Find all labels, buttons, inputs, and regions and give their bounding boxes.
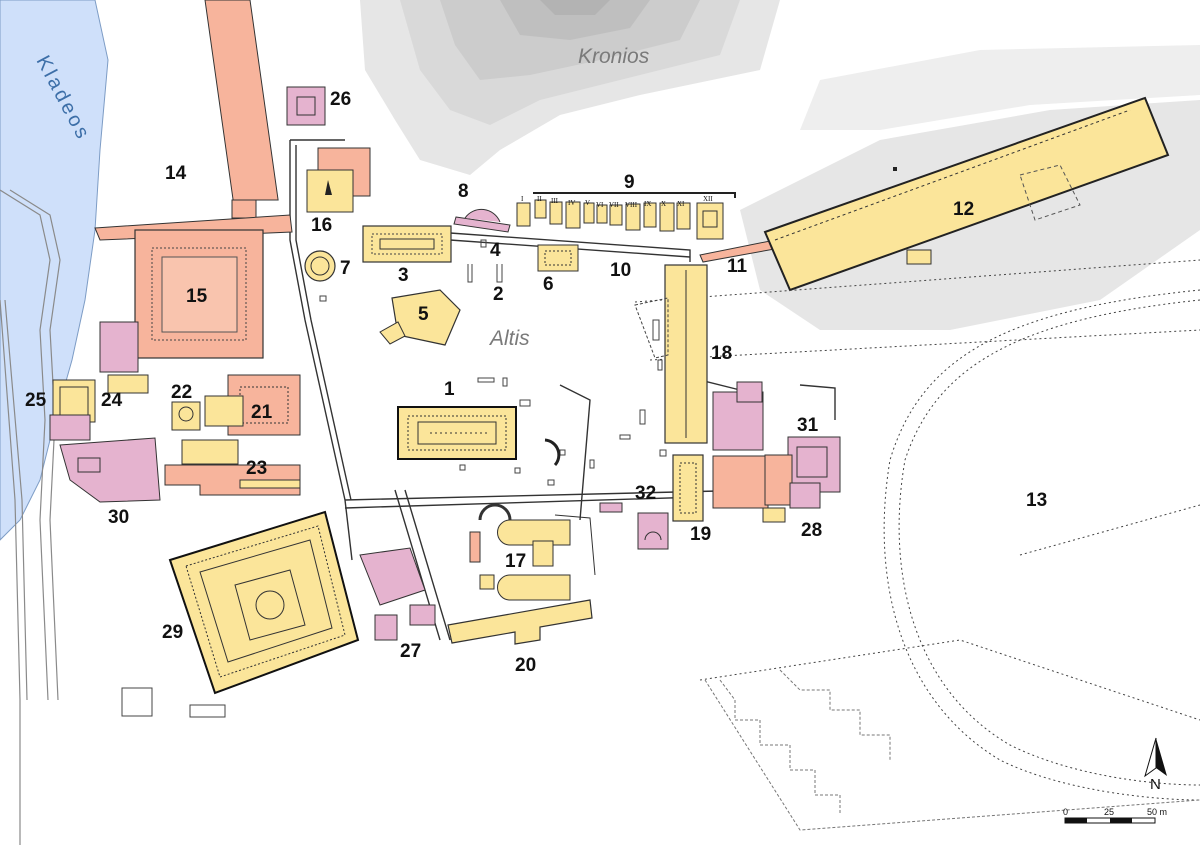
site-number-30: 30	[108, 507, 129, 528]
scale-bar: 0 25 50 m	[1063, 807, 1167, 824]
treasury-numeral-10: X	[661, 200, 666, 208]
north-arrow-icon: N	[1144, 737, 1167, 793]
site-number-12: 12	[953, 199, 974, 220]
building-23	[164, 439, 301, 496]
building-7	[304, 250, 336, 282]
building-26	[286, 86, 326, 126]
site-number-24: 24	[101, 390, 123, 411]
kladeos-river	[0, 0, 109, 541]
treasury-terrace: I II III IV V VI VII VIII IX X XI XII	[516, 192, 736, 240]
building-30	[59, 437, 161, 503]
treasury-numeral-12: XII	[703, 195, 713, 203]
site-number-14: 14	[165, 163, 187, 184]
site-number-9: 9	[624, 172, 635, 193]
treasury-numeral-6: VI	[596, 201, 604, 209]
building-19	[672, 454, 704, 522]
building-8	[453, 208, 511, 233]
site-number-13: 13	[1026, 490, 1047, 511]
building-25	[49, 379, 96, 441]
site-number-15: 15	[186, 286, 208, 307]
scale-mid-label: 25	[1104, 807, 1114, 817]
altis-walls	[289, 139, 836, 641]
building-1	[397, 406, 517, 460]
scale-end-label: 50 m	[1147, 807, 1167, 817]
building-14	[204, 0, 279, 219]
site-number-10: 10	[610, 260, 631, 281]
stadium-echo-area	[699, 96, 1170, 292]
site-number-7: 7	[340, 258, 351, 279]
treasury-numeral-11: XI	[677, 200, 685, 208]
building-5	[379, 289, 461, 346]
building-32	[599, 502, 669, 550]
hill-contour-5	[540, 0, 610, 15]
site-number-18: 18	[711, 343, 732, 364]
site-number-6: 6	[543, 274, 554, 295]
site-number-20: 20	[515, 655, 536, 676]
building-15	[94, 214, 293, 359]
site-number-17: 17	[505, 551, 526, 572]
site-number-31: 31	[797, 415, 819, 436]
site-number-22: 22	[171, 382, 192, 403]
building-18	[634, 264, 708, 444]
site-number-21: 21	[251, 402, 273, 423]
kronios-label: Kronios	[578, 45, 650, 68]
site-number-26: 26	[330, 89, 351, 110]
hill-contour-4	[500, 0, 650, 40]
treasury-numeral-1: I	[521, 195, 524, 203]
building-20	[447, 599, 593, 645]
altars-2-4	[467, 239, 503, 283]
building-28	[712, 454, 821, 523]
treasury-numeral-4: IV	[568, 199, 575, 207]
building-24	[99, 321, 149, 394]
western-roads	[0, 189, 61, 845]
south-stepped-ruin	[704, 669, 1200, 831]
kronios-hill-contours	[360, 0, 1200, 330]
site-number-3: 3	[398, 265, 409, 286]
building-22	[171, 395, 244, 431]
site-number-1: 1	[444, 379, 455, 400]
building-6	[537, 244, 579, 272]
site-number-28: 28	[801, 520, 822, 541]
altis-label: Altis	[488, 327, 530, 350]
treasury-numeral-5: V	[585, 199, 590, 207]
site-number-11: 11	[727, 256, 748, 277]
site-number-25: 25	[25, 390, 47, 411]
treasury-numeral-7: VII	[609, 201, 619, 209]
site-number-32: 32	[635, 483, 656, 504]
site-number-19: 19	[690, 524, 711, 545]
building-17	[469, 503, 596, 601]
treasury-numeral-2: II	[537, 195, 542, 203]
hippodrome-lines	[634, 259, 1200, 801]
site-number-27: 27	[400, 641, 421, 662]
building-29	[168, 510, 360, 695]
southwest-outlines	[121, 687, 226, 718]
treasury-numeral-9: IX	[644, 200, 651, 208]
building-16	[306, 147, 371, 213]
site-number-labels: 1 2 3 4 5 6 7 8 9 10 11 12 13 14 15 16 1…	[25, 89, 1047, 676]
site-number-2: 2	[493, 284, 504, 305]
north-label: N	[1150, 776, 1161, 793]
site-number-16: 16	[311, 215, 332, 236]
site-number-8: 8	[458, 181, 469, 202]
site-number-4: 4	[490, 240, 501, 261]
site-number-23: 23	[246, 458, 267, 479]
treasury-numeral-8: VIII	[625, 201, 638, 209]
hill-contour-northeast	[800, 45, 1200, 130]
site-number-29: 29	[162, 622, 183, 643]
scattered-bases	[319, 295, 667, 486]
scale-zero-label: 0	[1063, 807, 1068, 817]
building-3	[362, 225, 452, 263]
site-number-5: 5	[418, 304, 429, 325]
treasury-numerals: I II III IV V VI VII VIII IX X XI XII	[521, 195, 713, 209]
treasury-numeral-3: III	[551, 197, 559, 205]
building-27	[359, 547, 436, 641]
